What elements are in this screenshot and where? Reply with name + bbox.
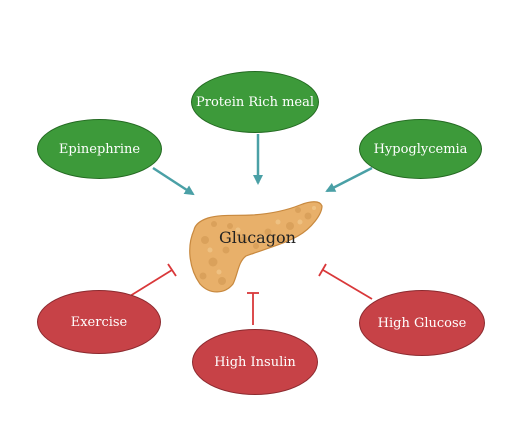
arrow-epinephrine	[152, 166, 195, 196]
node-hypoglycemia: Hypoglycemia	[359, 119, 482, 179]
center-label-glucagon: Glucagon	[219, 228, 296, 247]
inhibit-line-exercise	[129, 263, 177, 297]
node-high-glucose: High Glucose	[359, 290, 485, 356]
node-label: High Insulin	[214, 354, 296, 370]
node-label: Epinephrine	[58, 141, 141, 157]
node-epinephrine: Epinephrine	[37, 119, 162, 179]
node-high-insulin: High Insulin	[192, 329, 318, 395]
inhibit-line-high-insulin	[247, 292, 259, 325]
node-label: Exercise	[70, 314, 128, 330]
node-label: Hypoglycemia	[373, 141, 468, 157]
node-label: Protein Rich meal	[195, 94, 315, 110]
pancreas-icon	[189, 201, 323, 293]
node-label: High Glucose	[377, 315, 467, 331]
node-protein-rich-meal: Protein Rich meal	[191, 71, 319, 133]
inhibit-line-high-glucose	[318, 263, 373, 300]
node-exercise: Exercise	[37, 290, 161, 354]
arrow-hypoglycemia	[325, 166, 373, 193]
